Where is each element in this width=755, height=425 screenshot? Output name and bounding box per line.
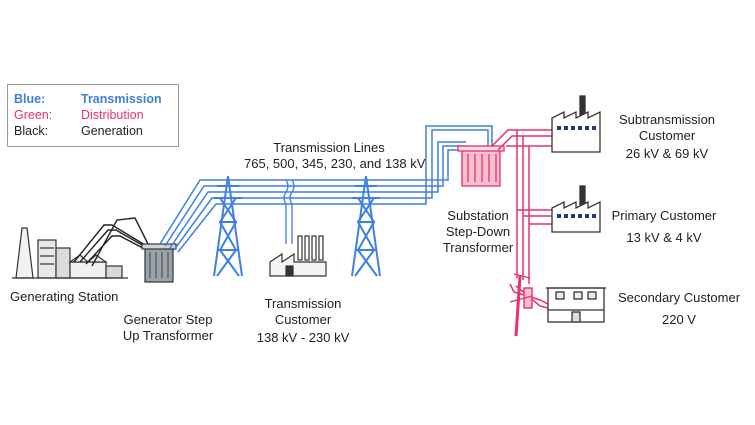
primary-customer-label: Primary Customer 13 kV & 4 kV bbox=[604, 208, 724, 246]
legend-key: Green: bbox=[14, 108, 53, 122]
subtransmission-line1: Subtransmission bbox=[618, 112, 716, 127]
generator-step-up-label: Generator Step Up Transformer bbox=[108, 312, 228, 344]
legend-key: Blue: bbox=[14, 92, 46, 106]
secondary-customer-label: Secondary Customer 220 V bbox=[608, 290, 750, 328]
transmission-customer-factory-icon bbox=[269, 235, 327, 277]
legend-key: Black: bbox=[14, 124, 49, 138]
transmission-tower-left-icon bbox=[213, 175, 243, 277]
primary-customer-voltage: 13 kV & 4 kV bbox=[626, 230, 702, 245]
substation-line3: Transformer bbox=[442, 240, 514, 255]
subtransmission-customer-factory-icon bbox=[551, 95, 601, 153]
substation-transformer-icon bbox=[457, 145, 505, 187]
generator-step-up-transformer-icon bbox=[141, 243, 177, 283]
generating-station-label: Generating Station bbox=[10, 289, 119, 304]
legend-row-generation: Black: Generation bbox=[14, 123, 178, 139]
legend-value: Transmission bbox=[81, 92, 162, 106]
subtransmission-voltage: 26 kV & 69 kV bbox=[625, 146, 709, 161]
primary-customer-factory-icon bbox=[551, 185, 601, 233]
transmission-customer-line1: Transmission bbox=[264, 296, 342, 311]
transmission-customer-voltage: 138 kV - 230 kV bbox=[256, 330, 350, 345]
generation-lines bbox=[73, 217, 159, 267]
primary-customer-title: Primary Customer bbox=[611, 208, 717, 223]
substation-line2: Step-Down bbox=[445, 224, 511, 239]
legend-value: Distribution bbox=[81, 108, 144, 122]
legend-row-transmission: Blue: Transmission bbox=[14, 91, 178, 107]
secondary-customer-title: Secondary Customer bbox=[617, 290, 741, 305]
generator-step-up-line2: Up Transformer bbox=[122, 328, 214, 343]
secondary-customer-house-icon bbox=[546, 287, 606, 323]
transmission-customer-line2: Customer bbox=[274, 312, 332, 327]
distribution-lines bbox=[491, 129, 552, 309]
generator-step-up-line1: Generator Step bbox=[123, 312, 213, 327]
legend-row-distribution: Green: Distribution bbox=[14, 107, 178, 123]
transmission-lines-label: Transmission Lines 765, 500, 345, 230, a… bbox=[244, 140, 426, 172]
transmission-lines bbox=[159, 125, 493, 253]
color-legend: Blue: Transmission Green: Distribution B… bbox=[7, 84, 179, 147]
secondary-customer-voltage: 220 V bbox=[662, 312, 696, 327]
transmission-customer-tap bbox=[283, 179, 295, 244]
distribution-pole-icon bbox=[509, 273, 533, 337]
transmission-customer-label: Transmission Customer 138 kV - 230 kV bbox=[238, 296, 368, 346]
subtransmission-customer-label: Subtransmission Customer 26 kV & 69 kV bbox=[608, 112, 726, 162]
transmission-lines-voltages: 765, 500, 345, 230, and 138 kV bbox=[244, 156, 426, 171]
transmission-lines-title: Transmission Lines bbox=[273, 140, 385, 155]
subtransmission-line2: Customer bbox=[638, 128, 696, 143]
transmission-tower-right-icon bbox=[351, 175, 381, 277]
substation-line1: Substation bbox=[447, 208, 509, 223]
substation-label: Substation Step-Down Transformer bbox=[428, 208, 528, 256]
generating-station-icon bbox=[12, 227, 128, 279]
legend-value: Generation bbox=[81, 124, 143, 138]
